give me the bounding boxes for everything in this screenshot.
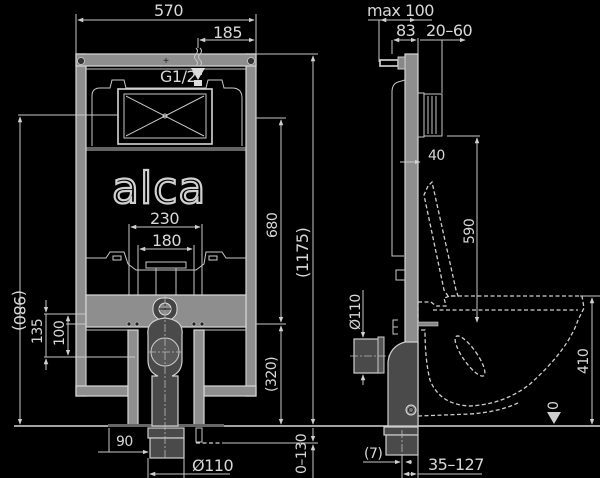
cistern-outline: [91, 79, 243, 146]
frame-right-upright: [245, 53, 257, 397]
dim-overall-width: 570: [154, 1, 183, 20]
svg-text:+: +: [163, 56, 169, 67]
frame-right-leg: [193, 329, 205, 427]
dim-foot-adjust: 0–130: [294, 434, 310, 474]
dim-floor-level: 0: [546, 402, 562, 410]
dim-height-lower: (320): [264, 357, 280, 392]
dim-drain-135: 135: [30, 319, 46, 344]
dim-height-left: (980): [10, 290, 29, 331]
frame-left-leg: [127, 329, 139, 427]
dim-drain-offset: 90: [116, 434, 133, 450]
dim-mount-outer: 230: [150, 209, 179, 228]
floor-level-marker-icon: [547, 412, 561, 424]
dim-side-pipe-diameter: Ø110: [348, 294, 364, 330]
water-inlet-icon: [191, 47, 205, 86]
dim-frame-depth: 83: [396, 21, 415, 40]
dim-seat-height: 410: [576, 349, 592, 374]
dim-wall-gap: 20–60: [426, 21, 473, 40]
dim-flush-offset: 40: [428, 148, 445, 164]
dim-pipe-offset: 35–127: [428, 455, 484, 474]
frame-top-crossbar: [75, 53, 257, 67]
dim-pipe-gap: (7): [364, 446, 382, 462]
dim-mount-inner: 180: [152, 231, 181, 250]
dim-height-total: (1175): [293, 228, 312, 278]
brand-logo: alca: [112, 163, 206, 214]
wc-bowl-outline: [417, 295, 585, 407]
dim-inlet-offset: 185: [213, 23, 242, 42]
dim-height-mount: 680: [265, 213, 281, 238]
dim-drain-100: 100: [52, 321, 68, 346]
flush-plate-opening: [117, 88, 213, 145]
dim-drain-diameter: Ø110: [192, 456, 233, 475]
dim-bowl-height: 590: [462, 219, 478, 244]
front-view: + G1/2" alca: [10, 1, 335, 478]
frame-left-upright: [75, 53, 87, 397]
label-thread: G1/2": [160, 67, 203, 86]
side-view: max 100 83 20–60 40 590 Ø110 410 0 (7): [335, 1, 600, 478]
wc-lid-outline: [423, 180, 459, 297]
dim-max-depth: max 100: [367, 1, 434, 20]
